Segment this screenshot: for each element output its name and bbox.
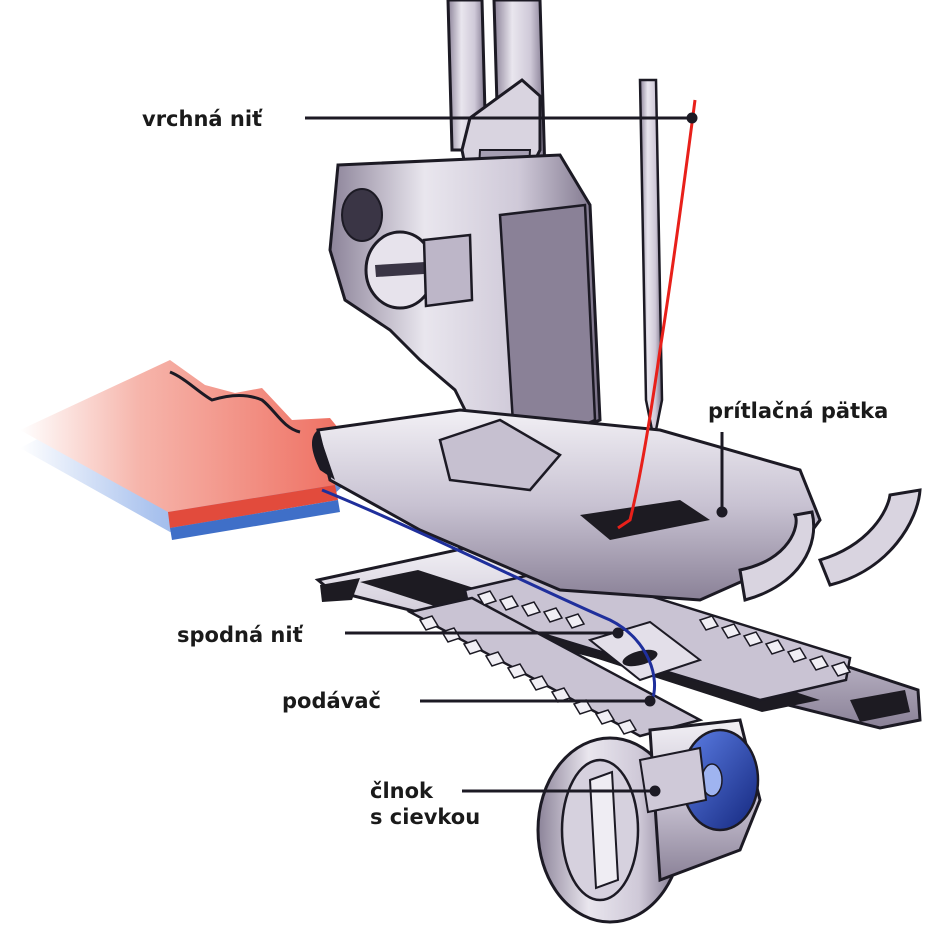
leader-shuttle-hook-dot (649, 785, 661, 797)
label-upper-thread: vrchná niť (142, 107, 263, 131)
presser-foot (311, 153, 922, 602)
lower-thread (321, 488, 657, 701)
leader-lower-thread-dot (612, 627, 624, 639)
label-shuttle-hook-line2: s cievkou (370, 805, 481, 829)
label-presser-foot: prítlačná pätka (708, 399, 889, 423)
needle (638, 78, 664, 441)
upper-thread (617, 99, 697, 530)
fabric (20, 360, 360, 540)
shuttle-hook (536, 718, 762, 924)
leader-presser-foot-dot (716, 506, 728, 518)
label-lower-thread: spodná niť (177, 623, 303, 647)
label-shuttle-hook: člnok s cievkou (370, 778, 480, 830)
leader-feed-dog-dot (644, 695, 656, 707)
leader-upper-thread-dot (686, 112, 698, 124)
label-shuttle-hook-line1: člnok (370, 779, 433, 803)
label-feed-dog: podávač (282, 689, 381, 713)
